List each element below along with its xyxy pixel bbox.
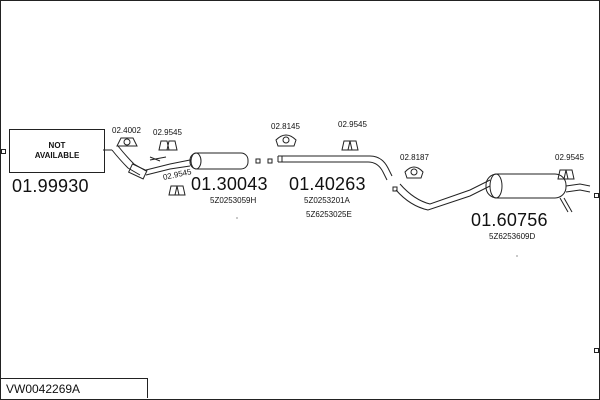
rubber-hanger-icon [168,185,186,196]
clamp-icon [116,137,138,147]
oem-number: 5Z0253059H [210,196,257,205]
clamp-icon [404,166,424,179]
rubber-hanger-icon [158,140,178,151]
right-edge-marker-bottom [594,348,599,353]
connector-marker [255,158,261,164]
rear-silencer-drawing [395,173,591,213]
rubber-hanger-icon [341,140,359,151]
speck [236,217,238,219]
front-pipe-drawing [111,145,249,180]
accessory-number: 02.9545 [338,120,367,129]
not-available-box: NOT AVAILABLE [9,129,105,173]
accessory-number: 02.8187 [400,153,429,162]
accessory-number: 02.8145 [271,122,300,131]
right-edge-marker-top [594,193,599,198]
oem-number: 5Z0253201A [304,196,350,205]
oem-number: 5Z6253609D [489,232,536,241]
speck [516,255,518,257]
diagram-code: VW0042269A [6,382,81,396]
part-number-4: 01.60756 [471,210,548,230]
clamp-icon [275,134,297,147]
not-available-line2: AVAILABLE [34,151,80,160]
accessory-number: 02.9545 [153,128,182,137]
connector-marker [392,186,398,192]
connector-marker [267,158,273,164]
part-number-1: 01.99930 [12,176,89,196]
diagram-code-box: VW0042269A [0,378,148,398]
not-available-line1: NOT [48,141,66,150]
left-edge-marker [1,149,6,154]
accessory-number: 02.9545 [555,153,584,162]
rubber-hanger-icon [557,169,575,180]
accessory-number: 02.4002 [112,126,141,135]
part-number-2: 01.30043 [191,174,268,194]
middle-pipe-drawing [277,155,393,181]
oem-number: 5Z6253025E [306,210,352,219]
part-number-3: 01.40263 [289,174,366,194]
